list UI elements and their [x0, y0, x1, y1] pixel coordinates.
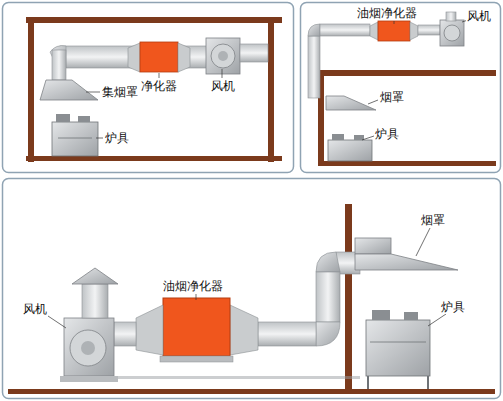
fan-label: 风机: [22, 302, 48, 316]
hood-label: 集烟罩: [101, 85, 139, 99]
stove-label: 炉具: [440, 300, 466, 314]
hood-label: 烟罩: [420, 213, 446, 227]
purifier-label: 净化器: [140, 79, 178, 93]
fan-label: 风机: [466, 9, 492, 23]
hood-label: 烟罩: [379, 90, 405, 104]
purifier-label: 油烟净化器: [162, 279, 224, 293]
fan-label: 风机: [210, 79, 236, 93]
stove-label: 炉具: [374, 127, 400, 141]
purifier-label: 油烟净化器: [356, 6, 418, 20]
stove-label: 炉具: [104, 131, 130, 145]
